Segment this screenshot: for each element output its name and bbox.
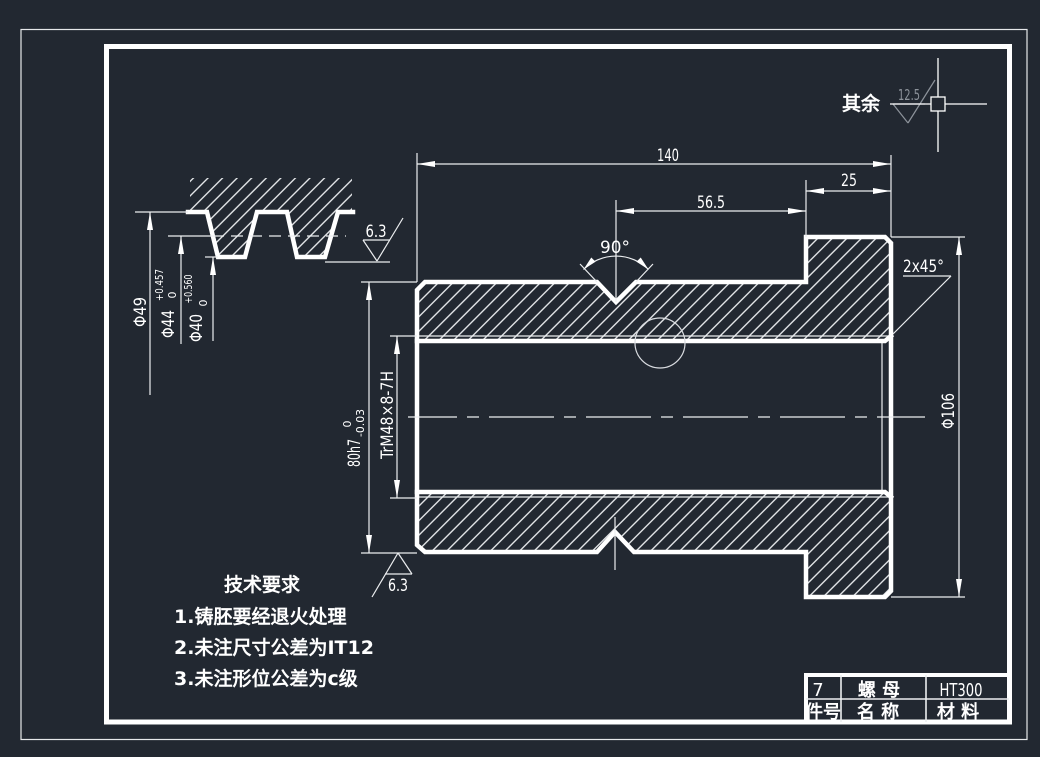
roughness-symbol-short-leg xyxy=(397,552,413,575)
tol-lower-outer: -0.03 xyxy=(354,409,367,437)
arrowhead xyxy=(956,579,962,597)
paper-border xyxy=(20,28,1028,741)
title-block: 7 螺 母 HT300 件号 名 称 材 料 xyxy=(804,673,1011,724)
tech-req-item: 2.未注尺寸公差为IT12 xyxy=(174,636,374,659)
dim-text-groove-angle: 90° xyxy=(600,238,630,258)
crosshair-pickbox xyxy=(930,96,946,112)
tol-lower-pitch: 0 xyxy=(166,292,179,299)
roughness-note-label: 其余 xyxy=(842,92,881,115)
arrowhead xyxy=(873,188,891,194)
dim-text-pitch-diameter: Φ44 xyxy=(159,310,179,338)
arrowhead xyxy=(147,212,153,230)
technical-requirements: 技术要求 1.铸胚要经退火处理 2.未注尺寸公差为IT12 3.未注形位公差为c… xyxy=(174,573,374,690)
bore-line-lower xyxy=(414,489,895,501)
arrowhead xyxy=(583,257,596,270)
roughness-symbol-long-leg xyxy=(907,79,936,124)
title-block-material: HT300 xyxy=(940,680,983,701)
angle-extension-line-left xyxy=(579,263,598,283)
section-hatch-lower xyxy=(417,492,891,597)
arrowhead xyxy=(788,208,806,214)
tech-req-item: 3.未注形位公差为c级 xyxy=(174,667,358,690)
dim-text-flange-width: 25 xyxy=(841,171,857,191)
dim-text-flange-diameter: Φ106 xyxy=(939,393,959,429)
dim-text-chamfer: 2x45° xyxy=(903,257,944,277)
arrowhead xyxy=(178,236,184,254)
title-block-part-name: 螺 母 xyxy=(858,680,900,701)
dim-text-minor-diameter: Φ40 xyxy=(187,314,207,342)
roughness-symbol-long-leg xyxy=(371,552,399,598)
arrowhead xyxy=(956,237,962,255)
title-block-label-material: 材 料 xyxy=(937,701,979,723)
roughness-symbol-icon xyxy=(362,217,404,262)
tech-req-title: 技术要求 xyxy=(224,573,301,596)
roughness-symbol-long-leg xyxy=(376,217,404,262)
roughness-symbol-short-leg xyxy=(362,239,378,262)
angle-extension-line-right xyxy=(635,263,654,283)
dim-text-major-diameter: Φ49 xyxy=(131,297,151,327)
arrowhead xyxy=(366,282,372,300)
arrowhead xyxy=(417,161,435,167)
tol-upper-minor: +0.560 xyxy=(182,275,195,304)
crosshair-cursor-icon xyxy=(890,58,987,152)
thread-profile-outline xyxy=(185,209,356,260)
arrowhead xyxy=(636,257,649,270)
tech-req-item: 1.铸胚要经退火处理 xyxy=(174,605,346,628)
tol-lower-minor: 0 xyxy=(197,300,210,307)
drawing-frame xyxy=(104,44,1012,725)
title-block-label-name: 名 称 xyxy=(857,701,899,723)
arrowhead xyxy=(873,161,891,167)
oil-hole-circle xyxy=(634,317,686,369)
main-section-view: 140 25 56.5 90° 2x45° Φ106 xyxy=(341,146,965,600)
tol-upper-pitch: +0.457 xyxy=(153,269,166,301)
arrowhead xyxy=(210,257,216,275)
chamfer-leader-line xyxy=(892,275,952,335)
roughness-symbol-icon xyxy=(371,552,413,598)
arrowhead xyxy=(806,188,824,194)
title-block-label-part-no: 件号 xyxy=(805,701,841,723)
bore-line-upper xyxy=(414,332,895,344)
arrowhead xyxy=(394,480,400,498)
thread-detail-view: Φ49 Φ44 +0.457 0 Φ40 +0.560 0 6.3 xyxy=(131,178,404,395)
title-block-part-no: 7 xyxy=(812,680,823,701)
section-hatch-upper xyxy=(417,237,891,341)
arrowhead xyxy=(394,336,400,354)
tol-upper-outer: 0 xyxy=(341,421,354,428)
roughness-value-main: 6.3 xyxy=(388,576,408,596)
arrowhead xyxy=(616,208,634,214)
dim-text-outer-diameter: 80h7 xyxy=(345,439,365,467)
thread-detail-hatch xyxy=(190,178,352,257)
roughness-symbol-short-leg xyxy=(892,103,909,124)
arrowhead xyxy=(366,535,372,553)
roughness-note-value: 12.5 xyxy=(898,86,920,104)
roughness-value-thread: 6.3 xyxy=(366,222,387,242)
dim-text-thread-spec: TrM48×8-7H xyxy=(378,371,398,460)
dim-text-groove-position: 56.5 xyxy=(697,193,725,213)
dim-text-overall-length: 140 xyxy=(657,146,679,166)
